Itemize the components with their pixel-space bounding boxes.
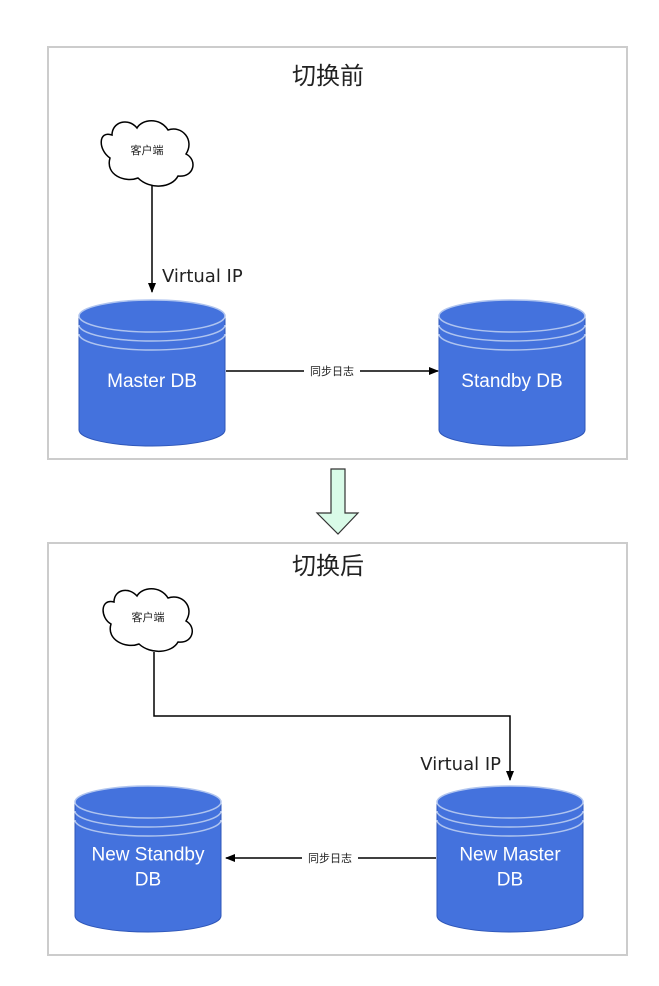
cloud-icon (100, 120, 194, 187)
database-ring-2 (74, 819, 222, 837)
before-standby-db[interactable]: Standby DB (438, 299, 586, 447)
after-panel-title: 切换后 (292, 552, 364, 580)
database-top (78, 299, 226, 333)
after-virtual-ip-label: Virtual IP (420, 754, 501, 775)
database-ring-2 (78, 333, 226, 351)
database-ring-1 (436, 810, 584, 828)
before-virtual-ip-label: Virtual IP (162, 266, 243, 287)
database-top (438, 299, 586, 333)
database-top (74, 785, 222, 819)
before-master-db[interactable]: Master DB (78, 299, 226, 447)
database-label-line: Master DB (107, 371, 197, 392)
database-label-line: DB (135, 870, 161, 891)
transition-arrow (315, 468, 360, 535)
database-ring-2 (436, 819, 584, 837)
database-ring-1 (74, 810, 222, 828)
after-client-label: 客户端 (132, 610, 165, 624)
after-sync-label: 同步日志 (308, 852, 352, 865)
before-client-node[interactable]: 客户端 (100, 120, 194, 187)
before-client-label: 客户端 (131, 143, 164, 157)
database-ring-1 (438, 324, 586, 342)
before-panel-title: 切换前 (292, 62, 364, 90)
database-icon (436, 785, 584, 933)
database-label-line: New Standby (91, 845, 205, 866)
database-body (436, 801, 584, 933)
database-label-line: Standby DB (461, 371, 562, 392)
database-ring-2 (438, 333, 586, 351)
database-icon (74, 785, 222, 933)
arrow-down-icon (315, 468, 360, 535)
database-ring-1 (78, 324, 226, 342)
database-body (74, 801, 222, 933)
before-panel: 切换前 客户端 Virtual IP Master DB Standby DB … (47, 46, 628, 460)
database-icon (78, 299, 226, 447)
after-sync-label-bg (302, 850, 358, 865)
database-label-line: DB (497, 870, 523, 891)
database-top (436, 785, 584, 819)
database-icon (438, 299, 586, 447)
cloud-icon (102, 588, 194, 652)
after-client-to-master-edge (153, 652, 514, 781)
before-sync-label: 同步日志 (310, 365, 354, 378)
database-label-line: New Master (459, 845, 561, 866)
before-sync-label-bg (304, 363, 360, 378)
after-client-node[interactable]: 客户端 (102, 588, 194, 652)
